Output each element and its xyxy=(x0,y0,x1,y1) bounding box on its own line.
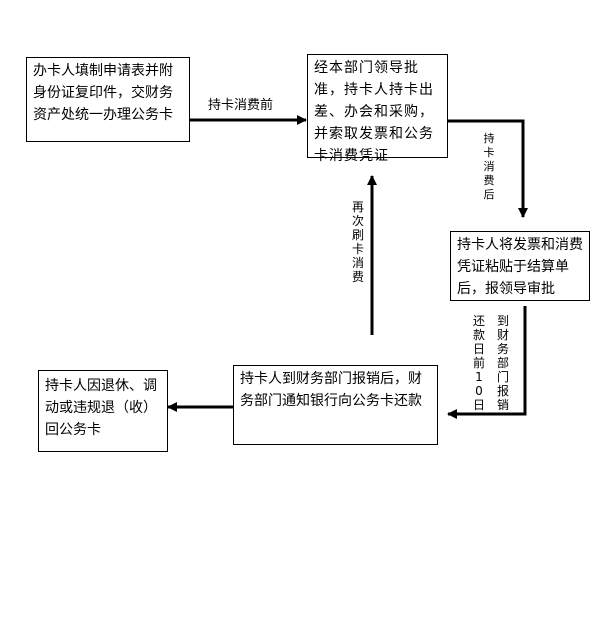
box-reimburse-text: 持卡人到财务部门报销后，财务部门通知银行向公务卡还款 xyxy=(240,371,422,409)
arrow-approve-to-attach xyxy=(448,119,528,218)
label-after-spending: 持卡消费后 xyxy=(483,132,495,201)
box-approve-text: 经本部门领导批准，持卡人持卡出差、办会和采购，并索取发票和公务卡消费凭证 xyxy=(314,60,434,164)
box-attach-text: 持卡人将发票和消费凭证粘贴于结算单后，报领导审批 xyxy=(457,237,583,297)
box-apply-text: 办卡人填制申请表并附身份证复印件，交财务资产处统一办理公务卡 xyxy=(33,63,173,123)
arrow-attach-to-reimburse xyxy=(447,306,527,419)
label-to-finance: 到财务部门报销 xyxy=(496,314,509,412)
box-return: 持卡人因退休、调动或违规退（收）回公务卡 xyxy=(38,370,168,452)
box-approve: 经本部门领导批准，持卡人持卡出差、办会和采购，并索取发票和公务卡消费凭证 xyxy=(307,54,448,164)
box-reimburse: 持卡人到财务部门报销后，财务部门通知银行向公务卡还款 xyxy=(233,365,438,445)
label-before-spending: 持卡消费前 xyxy=(208,98,274,113)
label-spend-again: 再次刷卡消费 xyxy=(351,200,364,284)
label-repay-deadline: 还款日前10日 xyxy=(472,314,485,412)
box-attach: 持卡人将发票和消费凭证粘贴于结算单后，报领导审批 xyxy=(450,231,590,301)
box-apply: 办卡人填制申请表并附身份证复印件，交财务资产处统一办理公务卡 xyxy=(26,57,190,142)
box-return-text: 持卡人因退休、调动或违规退（收）回公务卡 xyxy=(45,378,157,438)
